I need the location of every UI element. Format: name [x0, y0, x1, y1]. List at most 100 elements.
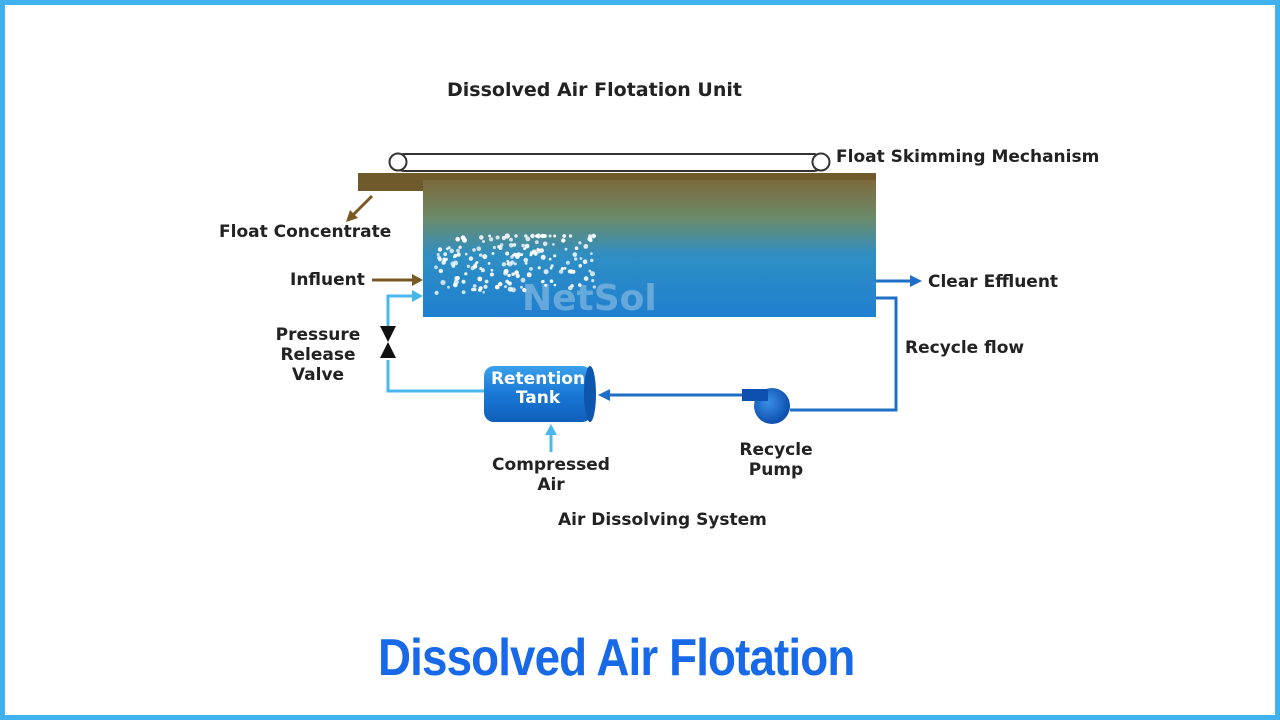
- air-bubble: [520, 253, 524, 257]
- air-bubble: [453, 253, 458, 258]
- air-bubble: [592, 234, 596, 238]
- air-bubble: [504, 285, 508, 289]
- float-skimming-belt: [388, 152, 831, 172]
- valve-to-tank-line: [386, 290, 423, 326]
- air-bubble: [461, 279, 466, 284]
- air-bubble: [464, 252, 468, 256]
- air-bubble: [550, 264, 554, 268]
- air-bubble: [549, 279, 554, 284]
- air-bubble: [513, 252, 518, 257]
- air-bubble: [464, 272, 468, 276]
- air-bubble: [443, 252, 448, 257]
- air-bubble: [530, 233, 535, 239]
- air-bubble: [458, 245, 462, 249]
- air-bubble: [514, 270, 519, 275]
- air-bubble: [540, 234, 544, 238]
- air-bubble: [553, 254, 557, 258]
- air-bubble: [591, 279, 595, 283]
- air-bubble: [446, 247, 449, 251]
- air-bubble: [492, 245, 496, 250]
- air-bubble: [468, 256, 474, 261]
- skimmer-pulley-left: [388, 152, 408, 172]
- air-bubble: [491, 252, 495, 255]
- air-bubble: [533, 249, 537, 253]
- air-bubble: [521, 243, 525, 248]
- air-bubble: [592, 285, 596, 289]
- air-bubble: [523, 257, 529, 263]
- air-bubble: [569, 269, 574, 274]
- air-bubble: [548, 234, 552, 238]
- air-bubble: [450, 261, 456, 267]
- air-bubble: [472, 248, 476, 252]
- air-bubble: [524, 261, 528, 265]
- air-bubble: [536, 233, 541, 239]
- air-bubble: [537, 266, 541, 270]
- air-bubble: [488, 237, 494, 242]
- air-bubble: [510, 255, 514, 259]
- air-bubble: [434, 265, 438, 270]
- air-bubble: [510, 260, 515, 265]
- air-bubble: [544, 283, 548, 287]
- air-bubble: [553, 283, 557, 287]
- air-bubble: [449, 248, 455, 254]
- air-bubble: [525, 236, 531, 242]
- air-bubbles: [434, 233, 596, 295]
- air-bubble: [552, 243, 555, 246]
- air-bubble: [583, 244, 589, 249]
- air-bubble: [590, 252, 593, 255]
- air-bubble: [522, 288, 527, 293]
- air-bubble: [466, 264, 471, 268]
- air-bubble: [536, 248, 541, 254]
- air-bubble: [479, 235, 484, 240]
- air-bubble: [542, 241, 548, 247]
- air-bubble: [482, 254, 488, 260]
- air-bubble: [437, 247, 443, 252]
- air-bubble: [582, 259, 588, 265]
- air-bubble: [540, 280, 545, 284]
- air-bubble: [501, 262, 507, 267]
- air-bubble: [501, 235, 506, 241]
- air-bubble: [498, 245, 503, 250]
- air-bubble: [513, 262, 517, 266]
- air-bubble: [482, 290, 486, 294]
- air-bubble: [516, 252, 521, 257]
- air-bubble: [479, 253, 483, 257]
- pump-to-tank-line: [598, 389, 742, 401]
- air-bubble: [442, 257, 447, 262]
- air-bubble: [511, 272, 515, 276]
- air-bubble: [461, 290, 466, 295]
- system-title: Air Dissolving System: [558, 510, 767, 530]
- air-bubble: [560, 267, 565, 271]
- air-bubble: [520, 277, 526, 283]
- air-bubble: [471, 287, 475, 292]
- air-bubble: [472, 264, 478, 269]
- air-bubble: [515, 273, 520, 279]
- recycle-flow-line: [790, 296, 898, 412]
- air-bubble: [507, 281, 511, 285]
- air-bubble: [506, 262, 510, 266]
- air-bubble: [509, 243, 514, 248]
- air-bubble: [549, 266, 553, 270]
- air-bubble: [512, 243, 517, 247]
- clear-effluent-pipe: [876, 275, 922, 287]
- retention-tank: [484, 366, 596, 422]
- air-bubble: [504, 233, 510, 239]
- watermark: NetSol Water: [522, 278, 657, 353]
- air-bubble: [482, 240, 485, 243]
- air-bubble: [578, 264, 583, 268]
- air-bubble: [494, 284, 500, 290]
- air-bubble: [498, 281, 503, 287]
- influent-pipe: [372, 274, 423, 286]
- unit-title: Dissolved Air Flotation Unit: [447, 79, 742, 101]
- air-bubble: [455, 276, 460, 281]
- air-bubble: [484, 279, 489, 284]
- air-bubble: [548, 257, 552, 261]
- air-bubble: [487, 262, 491, 265]
- air-bubble: [526, 272, 532, 278]
- label-influent: Influent: [290, 270, 365, 290]
- air-bubble: [590, 258, 594, 263]
- air-bubble: [440, 279, 446, 286]
- air-bubble: [577, 283, 582, 287]
- air-bubble: [572, 252, 578, 257]
